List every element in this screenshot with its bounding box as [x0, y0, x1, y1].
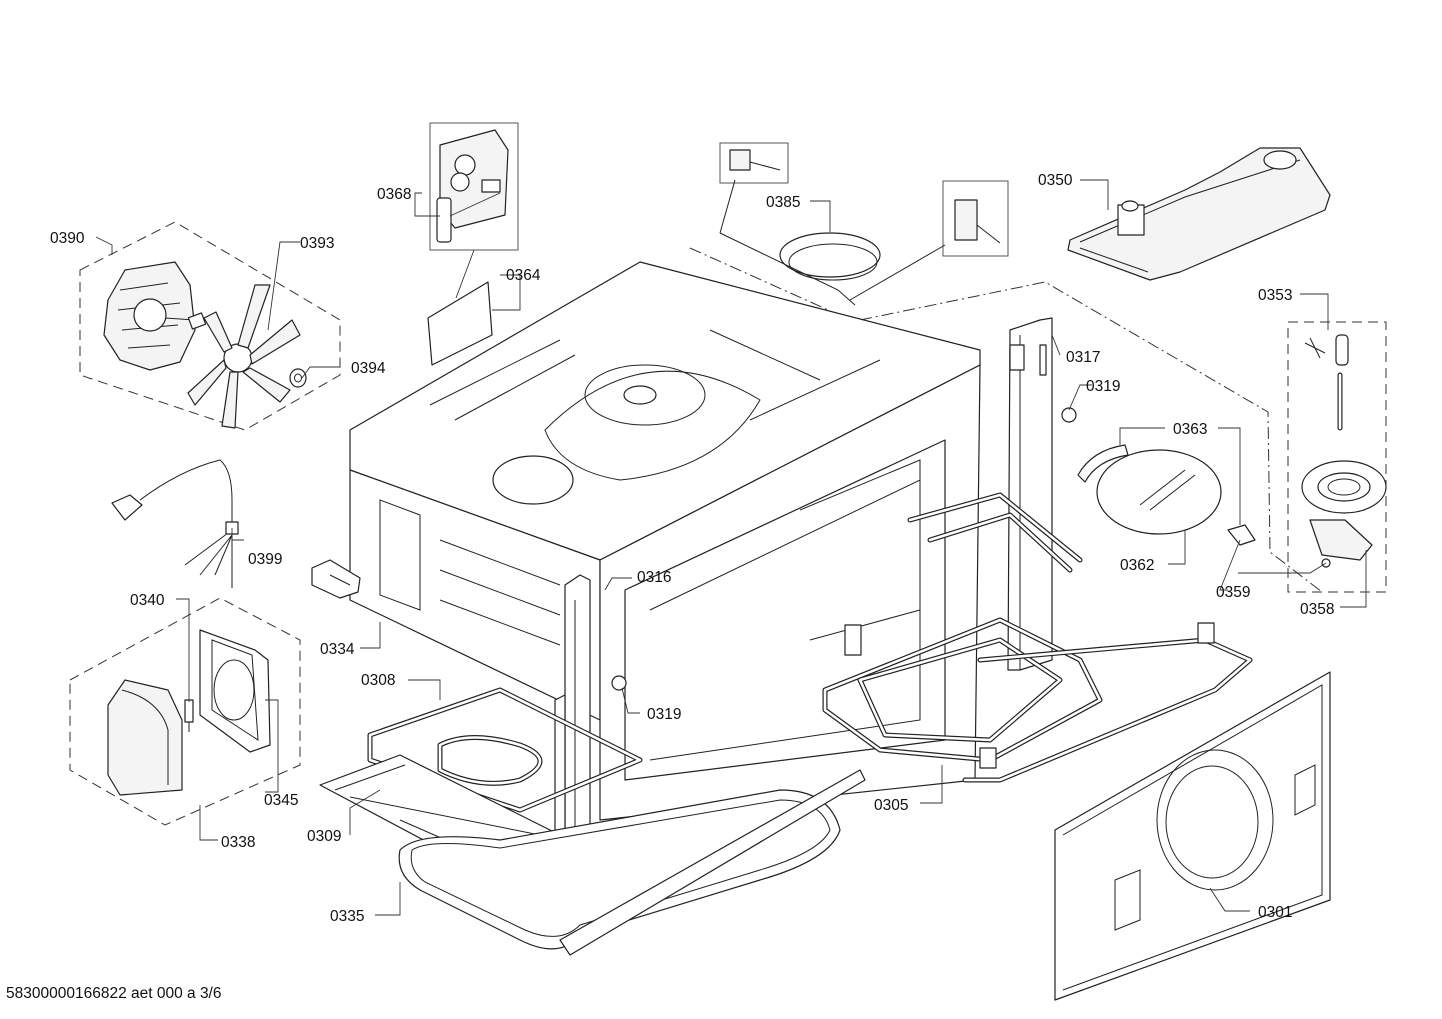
callout-0350[interactable]: 0350: [1038, 172, 1073, 189]
lamp-holder-ring[interactable]: [1301, 460, 1387, 514]
callout-0393[interactable]: 0393: [300, 235, 334, 252]
callout-0358[interactable]: 0358: [1300, 601, 1334, 618]
callout-0317[interactable]: 0317: [1066, 349, 1100, 366]
rail-screw-lower[interactable]: [611, 675, 627, 691]
callout-0345[interactable]: 0345: [264, 792, 298, 809]
callout-0390[interactable]: 0390: [50, 230, 85, 247]
document-id: 58300000166822 aet 000 a 3/6: [6, 985, 222, 1002]
top-cover-plate[interactable]: [1067, 147, 1331, 281]
lamp-screw[interactable]: [1304, 334, 1349, 431]
chassis-outline-dashdot: [859, 281, 1323, 593]
leader-lines: [95, 179, 1367, 916]
temperature-sensor-cable[interactable]: [719, 149, 1001, 306]
callout-0385[interactable]: 0385: [766, 194, 800, 211]
callout-0338[interactable]: 0338: [221, 834, 255, 851]
cable-outline-dashdot: [689, 247, 856, 323]
callout-0399[interactable]: 0399: [248, 551, 282, 568]
fan-duct-cover[interactable]: [107, 679, 183, 796]
motor-group-outline: [79, 221, 341, 431]
door-gasket[interactable]: [398, 789, 841, 950]
callout-0353[interactable]: 0353: [1258, 287, 1292, 304]
callout-0301[interactable]: 0301: [1258, 904, 1292, 921]
bottom-heating-element[interactable]: [367, 687, 643, 813]
lamp-spring-clip[interactable]: [1227, 524, 1256, 546]
callout-0319-lower[interactable]: 0319: [647, 706, 681, 723]
callout-0305[interactable]: 0305: [874, 797, 908, 814]
insulation-plate[interactable]: [427, 281, 493, 366]
callout-0394[interactable]: 0394: [351, 360, 386, 377]
callout-0334[interactable]: 0334: [320, 641, 355, 658]
door-latch[interactable]: [311, 559, 361, 599]
inner-lamp-glass[interactable]: [1096, 449, 1222, 535]
cable-connector-box: [719, 142, 789, 184]
bottom-plate[interactable]: [559, 769, 866, 956]
fan-nut[interactable]: [289, 368, 307, 388]
callout-0364[interactable]: 0364: [506, 267, 541, 284]
convection-motor[interactable]: [103, 261, 207, 371]
light-group-outline: [1287, 321, 1387, 593]
callout-0359[interactable]: 0359: [1216, 584, 1250, 601]
callout-0309[interactable]: 0309: [307, 828, 341, 845]
callout-0316[interactable]: 0316: [637, 569, 671, 586]
rail-screw-upper[interactable]: [1061, 407, 1077, 423]
callout-0363[interactable]: 0363: [1173, 421, 1207, 438]
callout-0319-upper[interactable]: 0319: [1086, 378, 1120, 395]
callout-0368[interactable]: 0368: [377, 186, 411, 203]
fan-sensor[interactable]: [184, 699, 194, 732]
fan-gasket[interactable]: [199, 629, 271, 753]
callout-0340[interactable]: 0340: [130, 592, 165, 609]
cable-clip-box: [942, 180, 1009, 257]
callout-0308[interactable]: 0308: [361, 672, 395, 689]
side-rail-bracket[interactable]: [1007, 317, 1053, 671]
grill-heating-element[interactable]: [822, 492, 1253, 783]
fan-cover-group-outline: [69, 597, 301, 826]
lamp-cover-glass[interactable]: [1309, 519, 1373, 568]
power-cord[interactable]: [111, 459, 239, 588]
callout-0362[interactable]: 0362: [1120, 557, 1154, 574]
rear-panel-cover[interactable]: [1054, 671, 1331, 1001]
lamp-socket[interactable]: [436, 129, 509, 243]
fan-wheel[interactable]: [187, 284, 301, 429]
callout-0335[interactable]: 0335: [330, 908, 364, 925]
